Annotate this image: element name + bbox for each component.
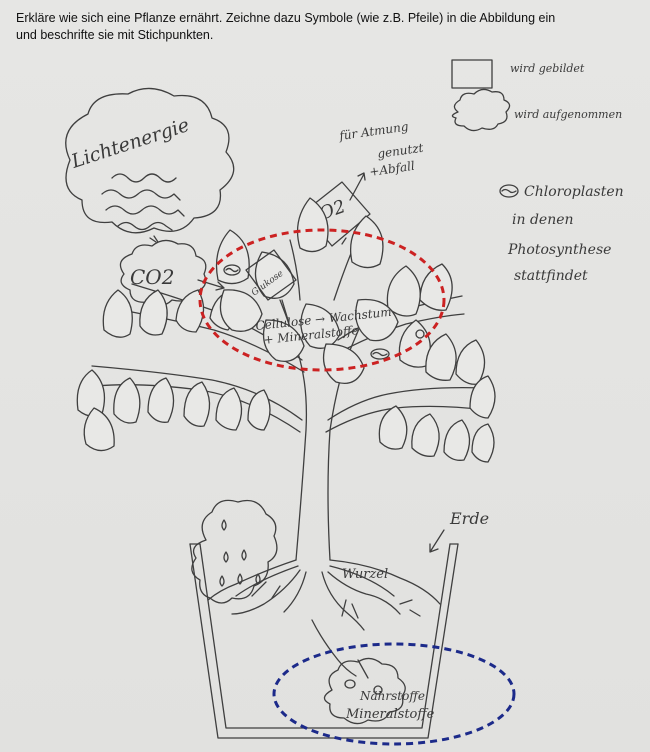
legend-formed-label: wird gebildet [510, 62, 585, 75]
respiration-line3: +Abfall [368, 159, 415, 179]
nutrients-line2: Mineralstoffe [345, 707, 435, 722]
leaf [456, 340, 485, 384]
light-wave-3 [106, 206, 184, 216]
light-energy-label: Lichtenergie [68, 114, 192, 173]
leaf [399, 320, 430, 367]
leaf [412, 414, 439, 456]
respiration-line1: für Atmung [337, 119, 409, 143]
respiration-arrow [350, 173, 365, 200]
leaf [472, 424, 494, 462]
legend-absorbed-label: wird aufgenommen [514, 108, 622, 121]
light-energy-cloud: Lichtenergie [66, 88, 234, 242]
water-drop-icon [222, 520, 226, 530]
branch-right-lower-a [328, 388, 484, 420]
respiration-note: für Atmung genutzt +Abfall [337, 119, 424, 200]
leaf [140, 290, 167, 335]
light-wave-4 [118, 223, 172, 231]
respiration-line2: genutzt [376, 141, 424, 161]
legend-chloroplast-line4: stattfindet [514, 268, 588, 284]
leaf [379, 406, 406, 449]
leaf [324, 344, 364, 383]
nutrient-dot-icon [345, 680, 355, 688]
legend-cloud-symbol [452, 89, 509, 130]
nutrients-line1: Nährstoffe [359, 689, 425, 703]
light-wave-tail [150, 236, 158, 242]
water-drop-icon [242, 550, 246, 560]
leaf [103, 290, 132, 337]
leaf [77, 370, 104, 416]
soil-label: Erde [449, 509, 489, 528]
leaf [351, 216, 383, 268]
light-wave-1 [112, 174, 176, 182]
soil-arrow [430, 530, 444, 552]
chloroplast-line [373, 353, 387, 356]
leaf [426, 334, 456, 380]
root [358, 660, 368, 678]
soil-label-group: Erde [430, 509, 489, 552]
legend-square-symbol [452, 60, 492, 88]
legend-chloroplast-line2: in denen [512, 212, 574, 228]
water-cloud [192, 500, 280, 603]
leaf [444, 420, 470, 460]
root [208, 560, 296, 600]
water-drop-icon [220, 576, 224, 586]
root [284, 572, 306, 612]
root-label: Wurzel [342, 567, 388, 582]
o2-box-tick [342, 238, 346, 244]
legend-chloroplast-line [502, 190, 516, 193]
leaf [176, 290, 204, 332]
light-wave-2 [102, 190, 180, 200]
leaf [420, 264, 452, 310]
water-drop-icon [224, 552, 228, 562]
water-cloud-outline [192, 500, 277, 603]
branch-top-left [290, 240, 300, 300]
legend-chloroplast-line1: Chloroplasten [524, 184, 624, 200]
roots [208, 560, 440, 678]
co2-cloud: CO2 [120, 240, 224, 305]
leaf [84, 408, 114, 451]
legend-chloroplast-line3: Photosynthese [507, 242, 611, 258]
leaf [248, 390, 270, 430]
nutrient-cloud: Nährstoffe Mineralstoffe [324, 658, 434, 723]
leaf [148, 378, 174, 422]
root-tips [400, 600, 420, 616]
leaf [387, 266, 420, 316]
legend: wird gebildet wird aufgenommen Chloropla… [452, 60, 624, 284]
